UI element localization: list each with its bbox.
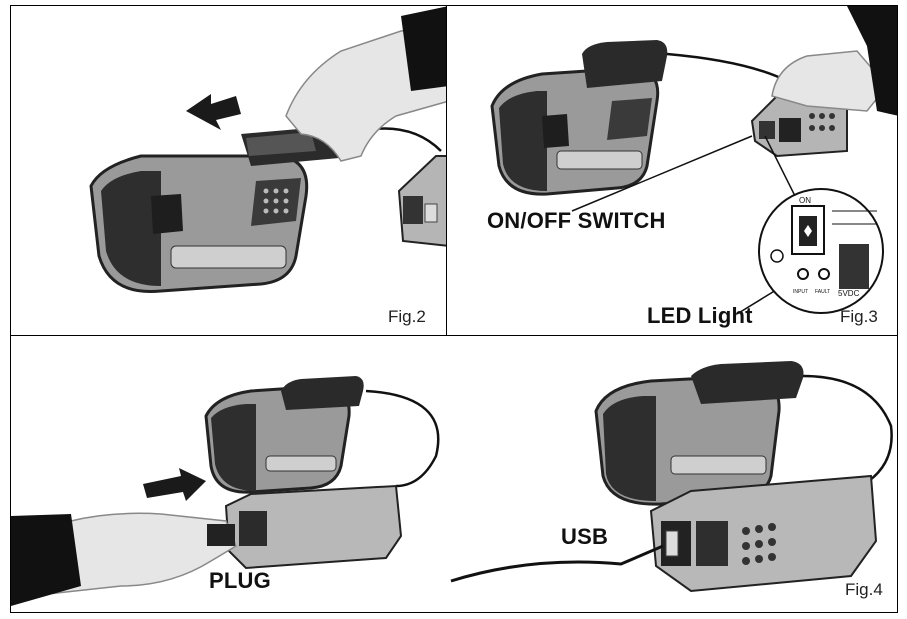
arrow-right-icon: [143, 468, 206, 501]
right-cable: [802, 374, 893, 488]
plug-callout: PLUG: [209, 568, 271, 593]
zoom-usb-text: 5VDC: [838, 289, 860, 298]
figure-3-illustration: ON INPUT FAULT 5VDC: [490, 6, 897, 315]
figure-2-panel: Fig.2: [10, 5, 448, 337]
left-hand-and-plug: [11, 512, 237, 606]
left-battery-pack: [204, 384, 351, 494]
figure-3-panel: ON INPUT FAULT 5VDC ON/OFF SWITCH LED Li…: [446, 5, 898, 337]
right-adapter-plate: [691, 361, 804, 404]
switch-leader-line: [571, 135, 753, 212]
inverter: [750, 94, 848, 158]
hand-illustration: [285, 6, 447, 162]
cable: [666, 52, 788, 83]
left-cable: [365, 389, 440, 488]
zoom-input-text: INPUT: [793, 289, 808, 295]
left-inverter: [224, 484, 403, 570]
zoom-detail: ON INPUT FAULT 5VDC: [758, 188, 884, 314]
zoom-leader-line: [764, 135, 796, 197]
arrow-left-icon: [186, 94, 241, 130]
figure-4-illustration: [11, 361, 893, 606]
switch-symbol-icon: [804, 225, 812, 237]
zoom-fault-text: FAULT: [815, 289, 830, 295]
usb-cable: [450, 544, 664, 583]
on-off-switch-callout: ON/OFF SWITCH: [487, 208, 666, 233]
figure-4-label: Fig.4: [845, 580, 883, 599]
led-light-callout: LED Light: [647, 303, 753, 328]
hand-illustration: [771, 6, 897, 116]
zoom-on-text: ON: [799, 196, 811, 205]
right-inverter: [649, 474, 878, 593]
adapter-plate: [582, 40, 668, 88]
figure-2-illustration: [89, 6, 447, 294]
figure-2-label: Fig.2: [388, 307, 426, 326]
figure-4-panel: PLUG USB Fig.4: [10, 335, 898, 613]
right-battery-pack: [594, 374, 781, 506]
usb-callout: USB: [561, 524, 609, 549]
left-adapter-plate: [281, 376, 364, 410]
inverter-partial: [397, 155, 447, 247]
figure-3-label: Fig.3: [840, 307, 878, 326]
battery-pack: [490, 66, 660, 196]
battery-pack: [89, 154, 309, 294]
